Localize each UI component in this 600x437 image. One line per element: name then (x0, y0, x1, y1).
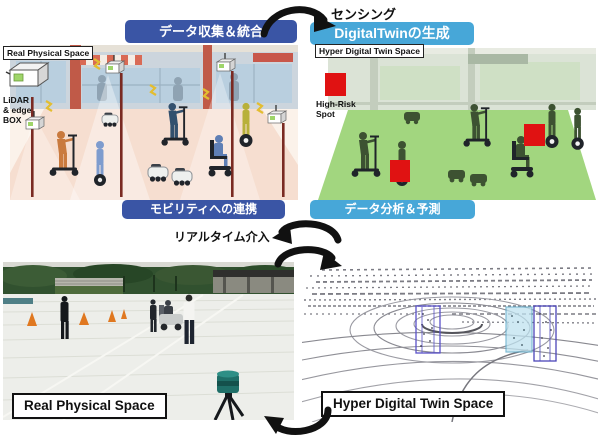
sensor-poles (31, 71, 285, 197)
digital-twin-illustration (318, 48, 596, 200)
realtime-intervention-arrow-icon (272, 220, 342, 244)
detection-box (533, 305, 557, 362)
high-risk-spot-swatch (325, 73, 346, 96)
lidar-edge-box-label: LiDAR & edge BOX (3, 95, 32, 125)
plaza-group (150, 294, 195, 344)
sensing-label: センシング (331, 7, 397, 22)
pedestrian (60, 296, 69, 339)
lidar-edge-box-icon (5, 62, 50, 87)
point-cloud-dots (303, 267, 597, 324)
delivery-robot (147, 163, 169, 183)
pavilion (213, 270, 294, 293)
digital-twin-generation-banner: DigitalTwinの生成 (310, 22, 474, 45)
detection-box-highlight (505, 306, 533, 353)
real-physical-space-tag: Real Physical Space (3, 46, 94, 60)
hyper-digital-twin-space-plate: Hyper Digital Twin Space (321, 391, 506, 417)
hyper-digital-twin-space-tag: Hyper Digital Twin Space (315, 44, 424, 58)
traffic-cones (27, 309, 127, 326)
high-risk-marker (524, 124, 545, 146)
detection-box (415, 305, 441, 354)
mobility-scooter (159, 300, 183, 331)
delivery-robot (101, 112, 119, 128)
data-analysis-banner: データ分析＆予測 (310, 200, 475, 219)
to-digital-twin-arrow-icon (274, 246, 342, 270)
sensing-arrow-icon (260, 6, 336, 38)
to-real-space-arrow-icon (264, 406, 332, 435)
data-collection-banner: データ収集＆統合 (125, 20, 297, 43)
delivery-robot (171, 167, 193, 187)
real-physical-space-plate: Real Physical Space (12, 393, 167, 419)
twin-silhouettes (351, 103, 584, 187)
high-risk-spot-label: High-Risk Spot (316, 99, 356, 119)
lidar-sensor (213, 370, 245, 420)
stairs-hedge (55, 278, 123, 294)
realtime-intervention-label: リアルタイム介入 (174, 230, 270, 244)
high-risk-marker (390, 160, 410, 182)
twin-building-facade (328, 48, 596, 110)
plaza-ground (10, 73, 298, 200)
person-white-shirt (183, 294, 195, 344)
awning (80, 53, 293, 65)
mobility-link-banner: モビリティへの連携 (122, 200, 285, 219)
